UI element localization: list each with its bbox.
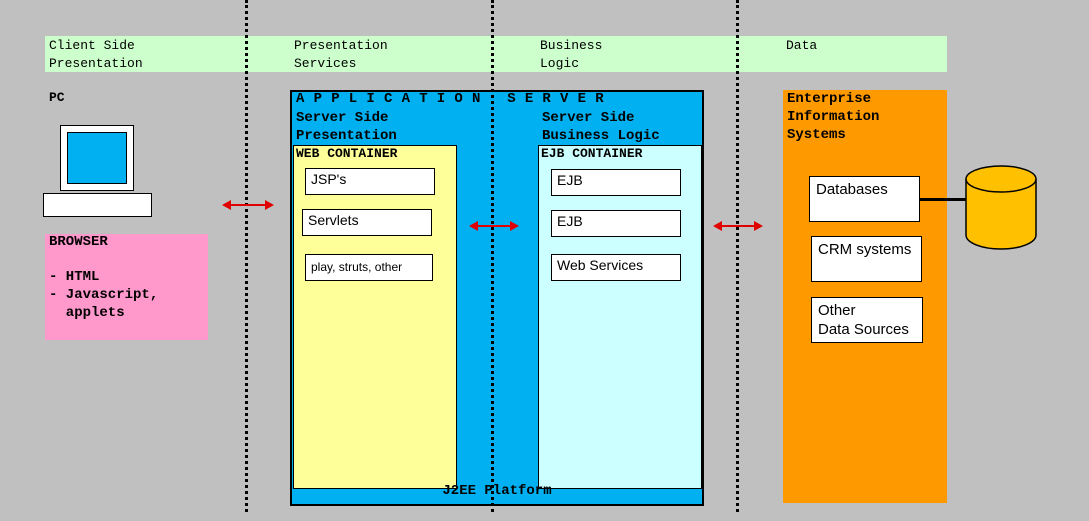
web-container: WEB CONTAINER JSP's Servlets play, strut… <box>293 145 457 489</box>
keyboard-icon <box>43 193 152 217</box>
pc-label: PC <box>49 90 65 105</box>
application-server: APPLICATION SERVER Server Side Presentat… <box>290 90 704 506</box>
double-arrow-icon <box>222 200 274 210</box>
tier-label-business: Business Logic <box>540 38 603 71</box>
double-arrow-icon <box>713 221 763 231</box>
monitor-icon <box>60 125 134 191</box>
browser-items: - HTML - Javascript, applets <box>49 269 159 321</box>
eis-crm-systems: CRM systems <box>811 236 922 282</box>
double-arrow-icon <box>469 221 519 231</box>
application-server-title: APPLICATION SERVER <box>296 91 613 107</box>
tier-divider-2 <box>491 0 494 512</box>
tier-divider-1 <box>245 0 248 512</box>
component-play-struts-other: play, struts, other <box>305 254 433 281</box>
tier-label-presentation: Presentation Services <box>294 38 388 71</box>
database-cylinder-icon <box>965 165 1037 250</box>
eis-databases: Databases <box>809 176 920 222</box>
ejb-container-title: EJB CONTAINER <box>541 146 643 161</box>
ejb-container: EJB CONTAINER EJB EJB Web Services <box>538 145 702 489</box>
j2ee-platform-label: J2EE Platform <box>442 483 552 499</box>
tier-divider-3 <box>736 0 739 512</box>
browser-box: BROWSER - HTML - Javascript, applets <box>45 234 208 340</box>
enterprise-information-systems: Enterprise Information Systems Databases… <box>783 90 947 503</box>
eis-title: Enterprise Information Systems <box>787 91 880 143</box>
tier-label-client: Client Side Presentation <box>49 38 143 71</box>
server-side-presentation-label: Server Side Presentation <box>296 110 397 144</box>
tier-label-data: Data <box>786 38 818 53</box>
eis-other-data-sources: Other Data Sources <box>811 297 923 343</box>
component-ejb-1: EJB <box>551 169 681 196</box>
component-jsp: JSP's <box>305 168 435 195</box>
component-servlets: Servlets <box>302 209 432 236</box>
component-web-services: Web Services <box>551 254 681 281</box>
tier-header-band <box>45 36 947 72</box>
monitor-screen <box>67 132 127 184</box>
browser-title: BROWSER <box>49 234 108 250</box>
database-connector-line <box>919 198 967 201</box>
web-container-title: WEB CONTAINER <box>296 146 398 161</box>
server-side-business-logic-label: Server Side Business Logic <box>542 110 660 144</box>
component-ejb-2: EJB <box>551 210 681 237</box>
